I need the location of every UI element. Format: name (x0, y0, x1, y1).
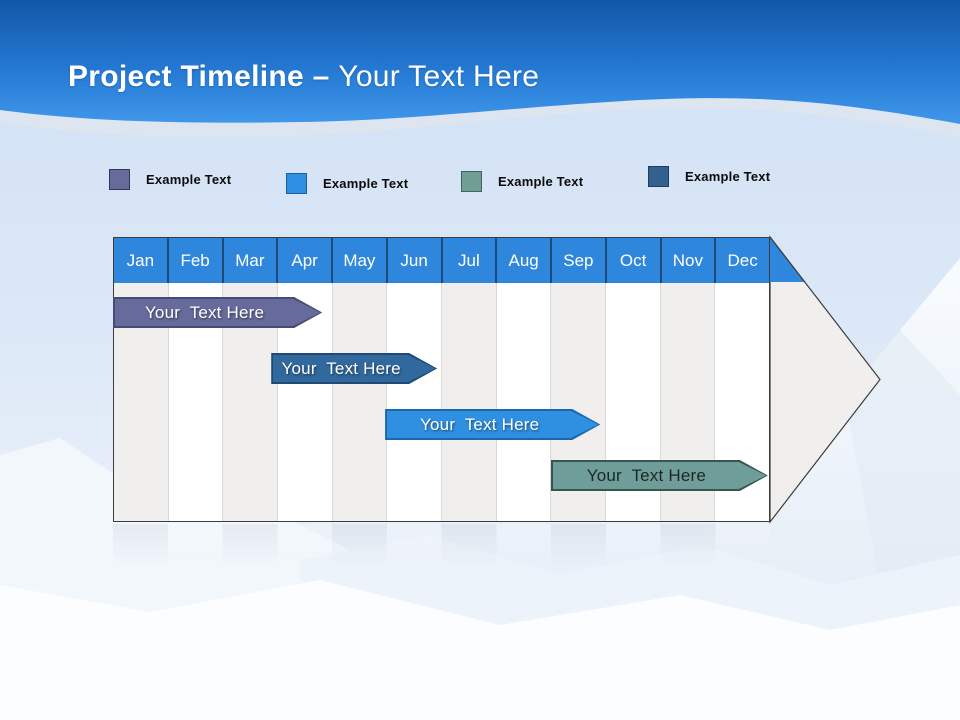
bar-fill (273, 355, 436, 383)
month-header-row: Jan Feb Mar Apr May Jun Jul Aug Sep Oct … (114, 238, 769, 283)
month-header-cell: Jan (114, 238, 169, 283)
month-header-cell: Oct (606, 238, 662, 283)
grid-column (332, 283, 388, 521)
slide-title-secondary: Your Text Here (338, 60, 540, 93)
bar-label: Your Text Here (281, 358, 401, 378)
legend-item: Example Text (109, 169, 231, 190)
timeline-bar: Your Text Here (113, 297, 322, 328)
legend-item: Example Text (461, 171, 583, 192)
table-reflection (113, 524, 770, 570)
timeline-bar: Your Text Here (271, 353, 437, 384)
month-header-cell: Nov (661, 238, 717, 283)
grid-column (496, 283, 552, 521)
bar-label: Your Text Here (420, 414, 540, 434)
grid-column (442, 283, 497, 521)
legend-label: Example Text (685, 169, 771, 184)
month-header-cell: Apr (278, 238, 333, 283)
grid-column (387, 283, 443, 521)
legend-label: Example Text (146, 172, 232, 187)
slide-title-primary: Project Timeline (68, 60, 304, 93)
bar-fill (115, 299, 321, 327)
header-wave (0, 0, 960, 138)
timeline-bar: Your Text Here (385, 409, 600, 440)
month-header-cell: Sep (552, 238, 607, 283)
legend-swatch (109, 169, 130, 190)
month-header-cell: Jul (442, 238, 498, 283)
legend-swatch (461, 171, 482, 192)
timeline-arrowhead (769, 235, 881, 524)
legend-swatch (286, 173, 307, 194)
month-header-cell: Jun (387, 238, 443, 283)
legend-item: Example Text (648, 166, 770, 187)
slide-title-separator: – (304, 60, 339, 93)
legend-swatch (648, 166, 669, 187)
legend-label: Example Text (323, 176, 409, 191)
slide-title: Project Timeline – Your Text Here (68, 60, 539, 94)
month-header-cell: Aug (497, 238, 552, 283)
bar-fill (387, 411, 599, 439)
timeline-bar: Your Text Here (551, 460, 768, 491)
month-header-cell: Mar (223, 238, 279, 283)
legend-item: Example Text (286, 173, 408, 194)
bar-fill (553, 462, 766, 490)
month-header-cell: Feb (168, 238, 224, 283)
bar-label: Your Text Here (144, 302, 265, 322)
month-header-cell: Dec (716, 238, 769, 283)
legend-label: Example Text (498, 174, 584, 189)
month-header-cell: May (333, 238, 388, 283)
bar-label: Your Text Here (586, 465, 707, 485)
